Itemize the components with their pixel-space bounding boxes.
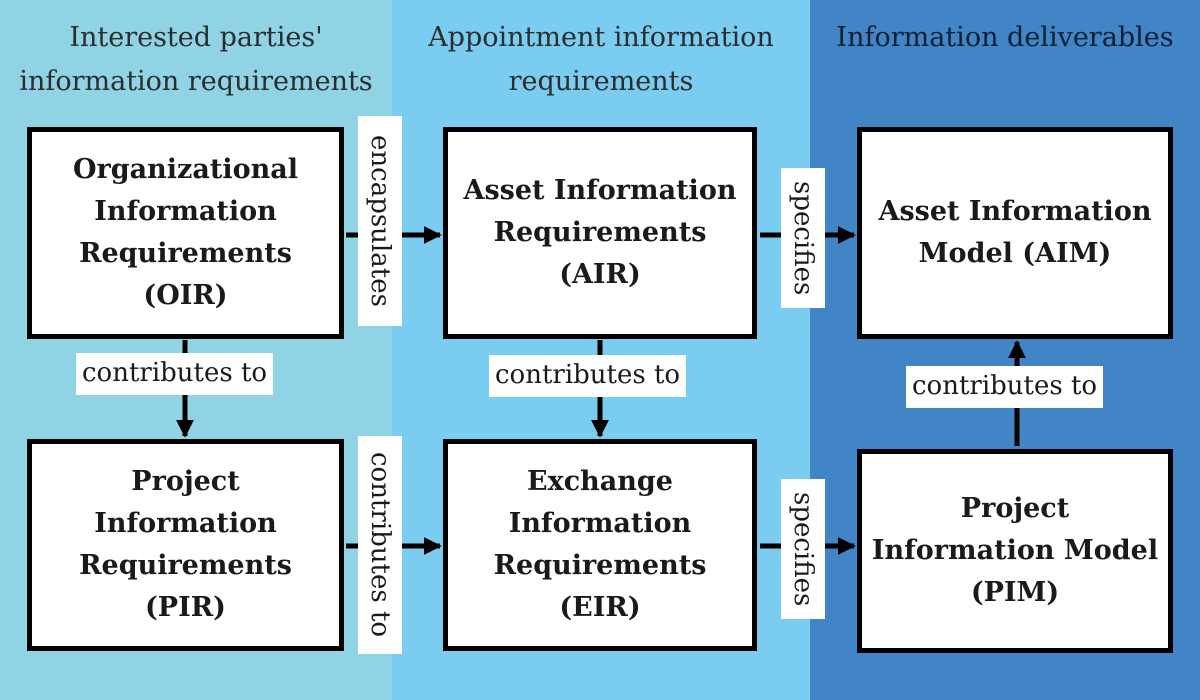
box-pim-label: Project Information Model (PIM)	[871, 493, 1159, 608]
relation-label-pim-contributes: contributes to	[906, 366, 1104, 408]
box-aim-label: Asset Information Model (AIM)	[878, 196, 1152, 269]
box-air-label: Asset Information Requirements (AIR)	[463, 175, 737, 290]
column-heading-deliverables: Information deliverables	[836, 22, 1174, 53]
relation-label-pir-contributes: contributes to	[358, 436, 402, 654]
box-oir-label: Organizational Information Requirements …	[73, 154, 298, 311]
box-pim: Project Information Model (PIM)	[857, 449, 1173, 653]
box-oir: Organizational Information Requirements …	[27, 127, 344, 339]
column-heading-interested-parties: Interested parties' information requirem…	[19, 22, 373, 97]
box-air: Asset Information Requirements (AIR)	[443, 127, 757, 339]
relation-label-air-contributes: contributes to	[489, 355, 687, 397]
relation-label-encapsulates: encapsulates	[358, 116, 402, 326]
box-pir-label: Project Information Requirements (PIR)	[79, 466, 292, 623]
relation-label-specifies-pim: specifies	[781, 479, 825, 619]
box-pir: Project Information Requirements (PIR)	[27, 439, 344, 651]
box-aim: Asset Information Model (AIM)	[857, 127, 1173, 339]
box-eir-label: Exchange Information Requirements (EIR)	[493, 466, 707, 623]
relation-label-oir-contributes: contributes to	[76, 353, 274, 395]
column-heading-appointment: Appointment information requirements	[428, 22, 774, 97]
box-eir: Exchange Information Requirements (EIR)	[443, 439, 757, 651]
relation-label-specifies-aim: specifies	[781, 168, 825, 308]
